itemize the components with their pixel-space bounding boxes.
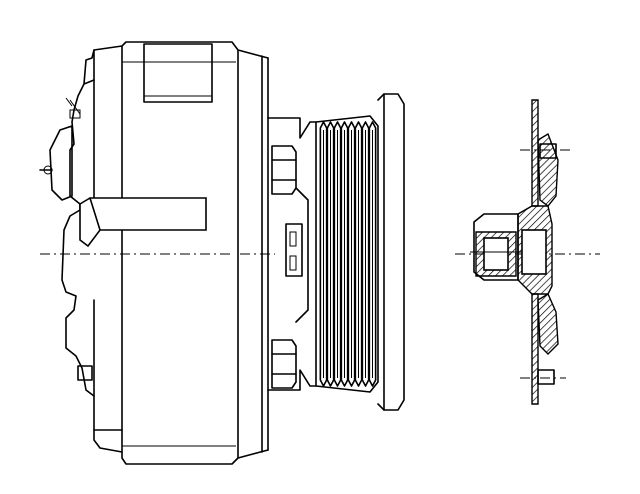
pulley-grooves	[319, 121, 377, 387]
mounting-arm	[79, 197, 207, 248]
front-housing	[267, 117, 317, 391]
armature-plate	[377, 93, 405, 411]
pulley-groove	[368, 121, 377, 387]
compressor-body	[121, 41, 269, 465]
switch-connector	[39, 97, 81, 201]
clutch-hub-section	[470, 99, 570, 405]
pulley	[315, 115, 379, 393]
rear-housing	[61, 45, 123, 453]
bolt-lower-left	[77, 365, 93, 381]
bolt-lower	[271, 339, 297, 389]
bolt-upper	[271, 145, 297, 195]
